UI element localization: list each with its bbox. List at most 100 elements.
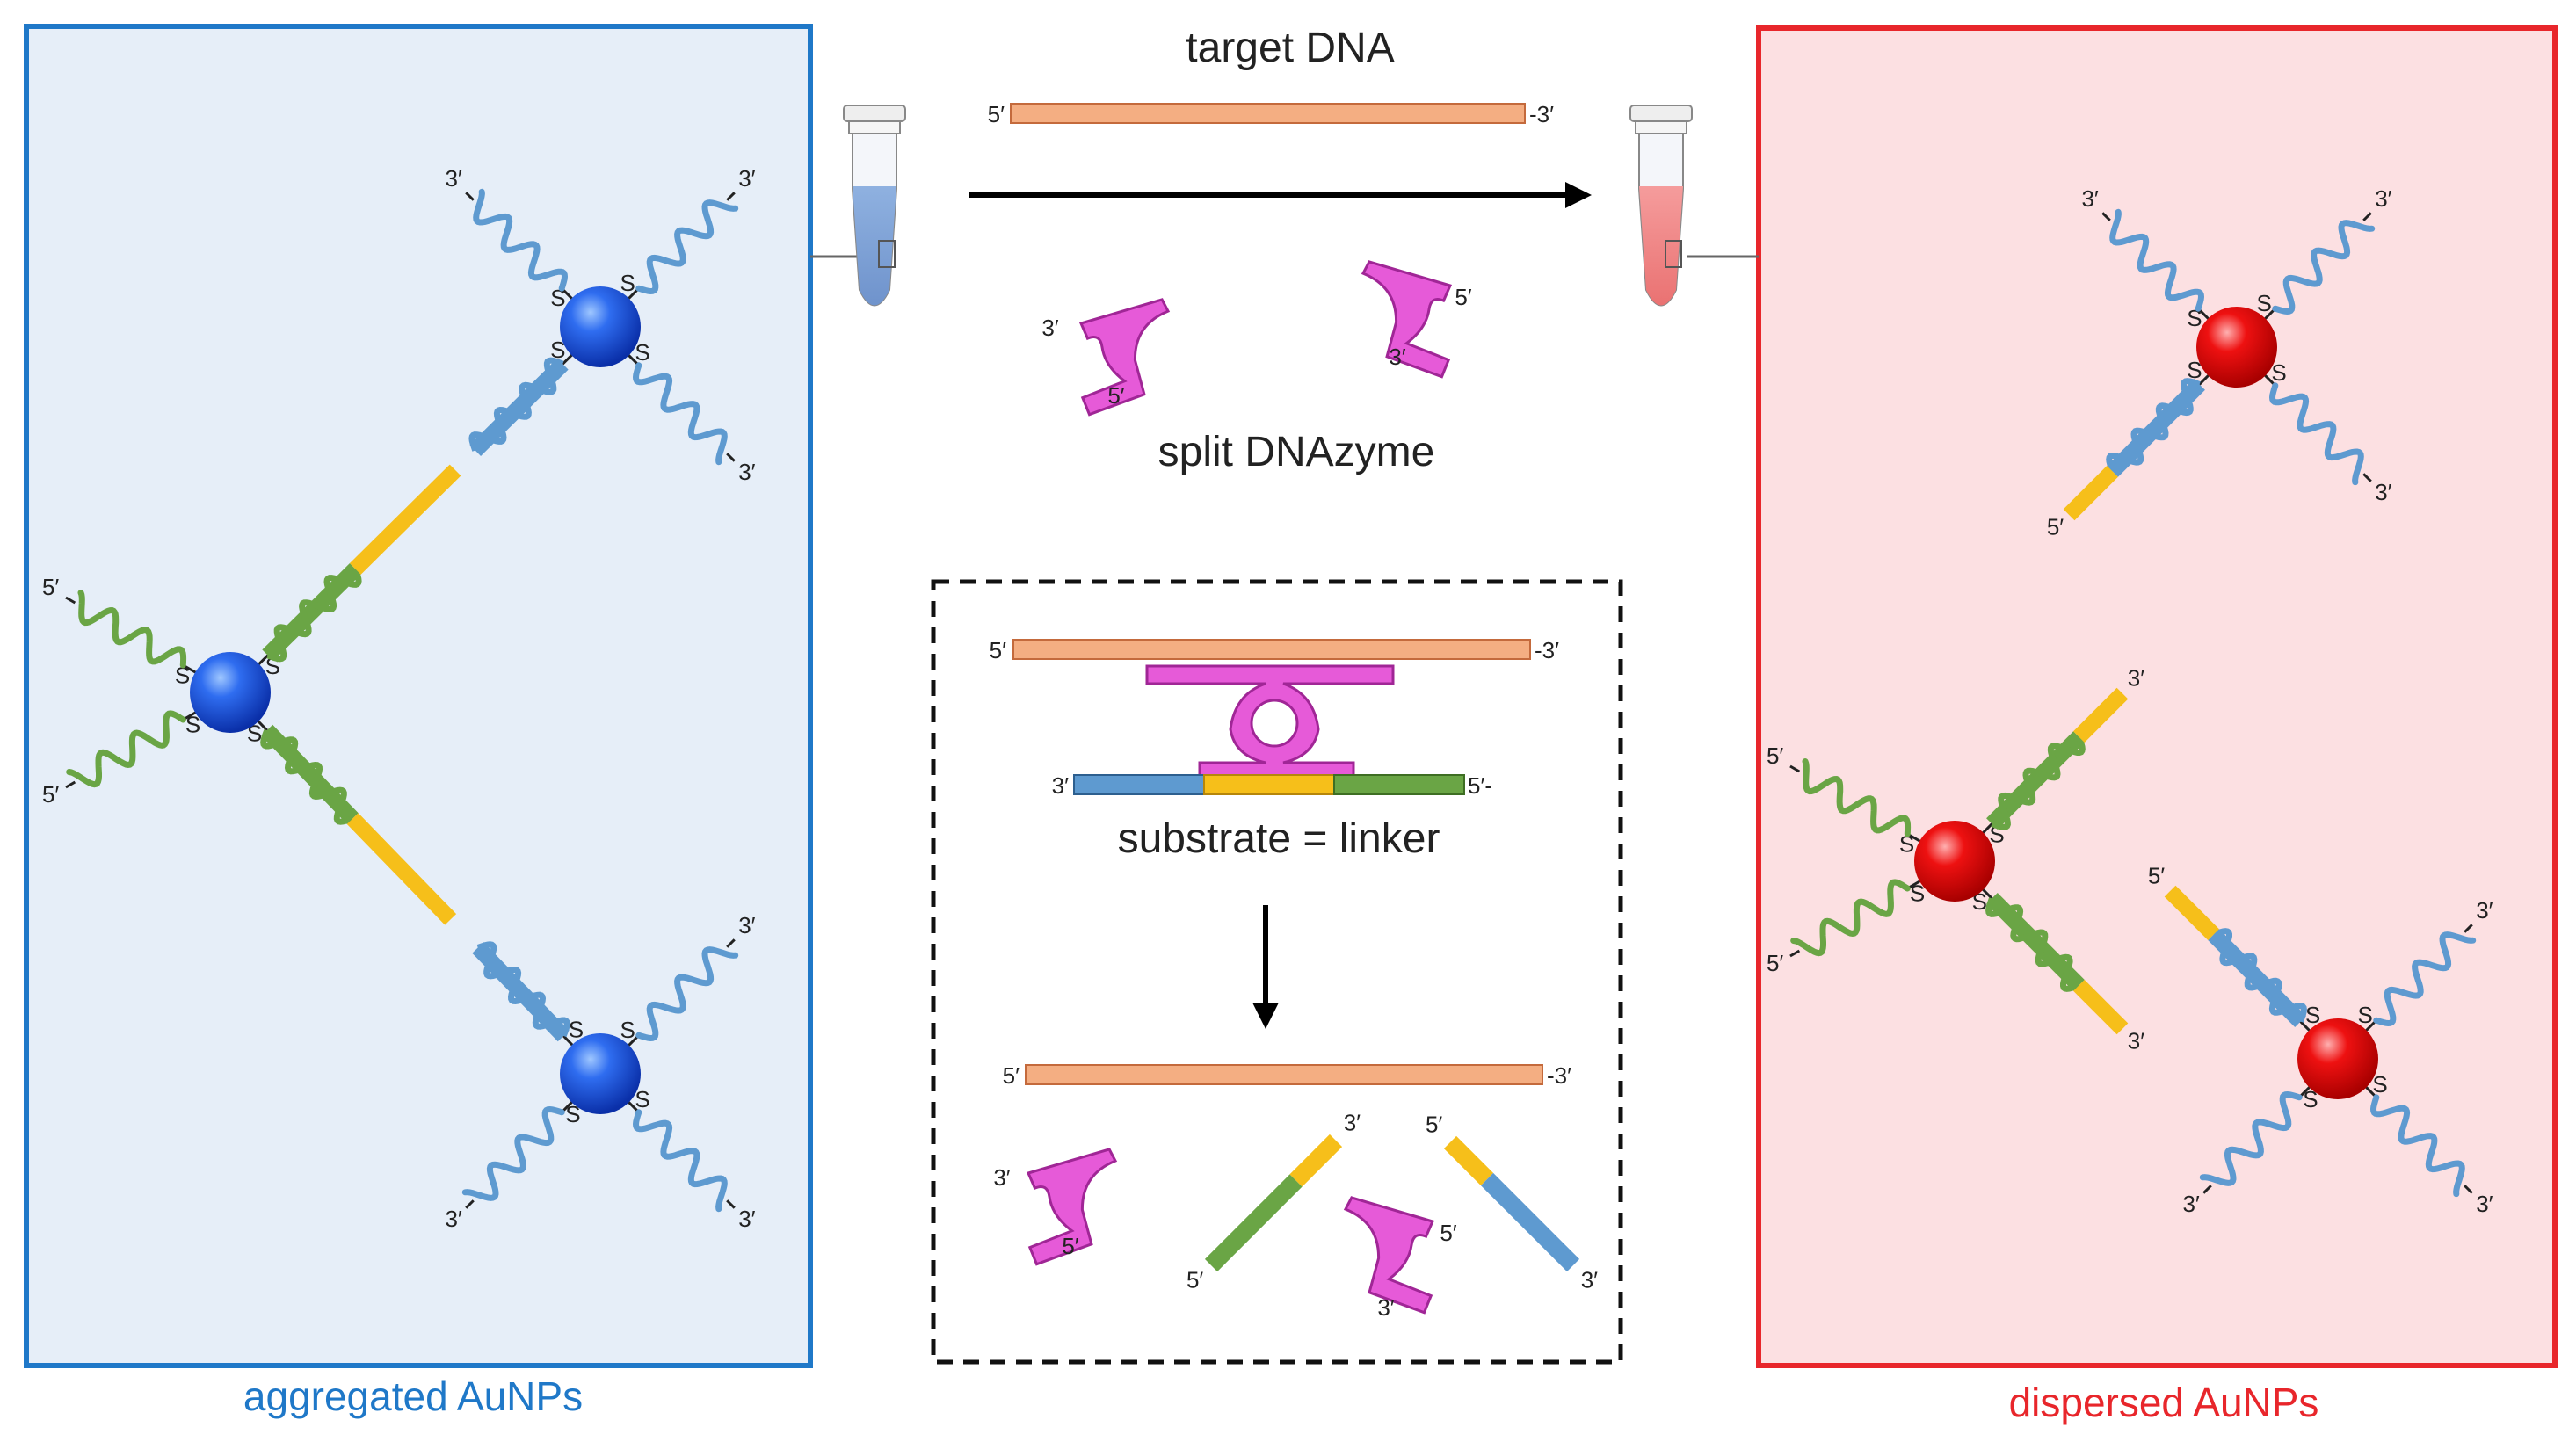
aunp-dispersed <box>1914 821 1995 902</box>
linker-segment <box>2073 980 2129 1035</box>
sulfur-label: S <box>550 337 565 363</box>
split-dnazyme-title: split DNAzyme <box>1158 429 1435 475</box>
dnazyme-half-body <box>1078 298 1171 417</box>
hybridized-helix <box>2106 378 2201 473</box>
linker-end-label: 3′ <box>2128 1027 2144 1054</box>
sulfur-label: S <box>1899 830 1914 857</box>
hybridized-helix <box>468 357 564 452</box>
split-dnazyme-half <box>1361 260 1453 379</box>
dnazyme-complex <box>1145 664 1395 782</box>
svg-text:-3′: -3′ <box>1547 1062 1571 1089</box>
hybridized-helix <box>260 728 354 825</box>
hybridized-helix <box>1985 897 2080 992</box>
blue-thiol-strand <box>632 1109 728 1213</box>
mechanism-box <box>931 579 1623 1365</box>
fragment-end-label: 5′ <box>1426 1111 1442 1137</box>
sulfur-bond <box>256 719 268 732</box>
dispersed-caption: dispersed AuNPs <box>2009 1380 2319 1425</box>
split-dnazyme-half <box>1026 1148 1118 1266</box>
dnazyme-end-label: 5′ <box>1062 1233 1078 1259</box>
strand-end-label: 3′ <box>2476 897 2493 924</box>
substrate-linker-title: substrate = linker <box>1118 815 1440 862</box>
blue-thiol-strand <box>635 199 739 295</box>
dnazyme-half-body <box>1026 1148 1118 1266</box>
blue-thiol-strand <box>2199 1090 2303 1186</box>
dnazyme-end-label: 3′ <box>1389 344 1405 370</box>
blue-thiol-strand <box>2268 382 2364 486</box>
strand-end-tick <box>65 780 76 789</box>
sulfur-label: S <box>635 1086 649 1112</box>
dispersed-panel <box>1756 25 2558 1368</box>
strand-end-label: 3′ <box>738 459 755 485</box>
svg-text:5′-: 5′- <box>1468 772 1492 799</box>
target-dna-title: target DNA <box>1186 25 1394 71</box>
sulfur-bond <box>562 1034 575 1047</box>
strand-end-label: 5′ <box>1767 743 1783 769</box>
aunp-dispersed <box>2196 307 2277 388</box>
linker-segment <box>2063 466 2118 521</box>
microcentrifuge-tube-red-icon <box>1629 105 1693 307</box>
strand-end-tick <box>726 1199 736 1209</box>
strand-end-tick <box>65 596 76 605</box>
sulfur-label: S <box>2372 1071 2387 1098</box>
blue-thiol-strand <box>2272 220 2376 315</box>
microcentrifuge-tube-blue-icon <box>843 105 906 307</box>
strand-end-tick <box>2101 212 2111 221</box>
sulfur-bond <box>257 654 269 667</box>
strand-end-label: 5′ <box>42 574 59 600</box>
cleavage-products: 3′5′5′3′5′3′5′3′ <box>993 1109 1598 1320</box>
hybridized-helix <box>266 568 362 663</box>
aunp-aggregated <box>190 652 271 733</box>
split-dnazyme-pair-top: 3′ 5′ 5′ 3′ <box>1041 260 1472 417</box>
target-dna-strand-released: 5′ -3′ <box>1003 1062 1571 1089</box>
linker-end-label: 5′ <box>2148 862 2165 888</box>
linker-segment <box>346 813 457 925</box>
sulfur-label: S <box>2187 357 2202 383</box>
dnazyme-end-label: 5′ <box>1107 382 1124 409</box>
blue-thiol-strand <box>632 362 728 466</box>
sulfur-label: S <box>2305 1002 2320 1028</box>
blue-thiol-strand <box>461 1105 565 1201</box>
aggregated-caption: aggregated AuNPs <box>243 1373 583 1419</box>
sulfur-label: S <box>565 1101 580 1127</box>
sulfur-label: S <box>620 270 635 296</box>
strand-end-tick <box>2362 473 2372 482</box>
strand-end-tick <box>1789 949 1801 958</box>
blue-thiol-strand <box>2109 208 2205 312</box>
linker-end-label: 5′ <box>2047 513 2064 540</box>
linker-segment <box>2073 687 2129 743</box>
sulfur-bond <box>2299 1020 2311 1032</box>
aunp-particles <box>190 286 2378 1114</box>
strand-end-tick <box>2202 1185 2212 1194</box>
strand-end-label: 3′ <box>738 912 755 938</box>
svg-text:-3′: -3′ <box>1529 101 1554 127</box>
dnazyme-end-label: 3′ <box>1377 1294 1394 1321</box>
aunp-dna-strands: SSSSS5′S5′S3′S3′S3′S3′S3′S3′S3′S3′S3′S5′… <box>42 165 2493 1232</box>
sulfur-label: S <box>185 711 200 737</box>
strand-end-label: 3′ <box>445 165 461 192</box>
fragment-segment <box>1480 1172 1580 1272</box>
sulfur-label: S <box>175 662 190 688</box>
sulfur-bond <box>562 352 574 366</box>
split-dnazyme-half <box>1078 298 1171 417</box>
fragment-end-label: 3′ <box>1344 1109 1361 1135</box>
target-dna-strand-top: 5′ -3′ <box>988 101 1554 127</box>
svg-text:5′: 5′ <box>990 637 1006 663</box>
sulfur-bond <box>2198 373 2210 386</box>
sulfur-label: S <box>569 1016 584 1042</box>
dnazyme-end-label: 3′ <box>1041 315 1058 341</box>
strand-end-tick <box>2464 1185 2473 1194</box>
svg-text:-3′: -3′ <box>1535 637 1559 663</box>
linker-segment <box>349 464 461 575</box>
linker-segment <box>2164 885 2219 940</box>
dnazyme-end-label: 5′ <box>1455 284 1471 310</box>
target-dna-strand-box: 5′ -3′ <box>990 637 1559 663</box>
dnazyme-half-body <box>1361 260 1453 379</box>
substrate-linker-strand: 3′ 5′- <box>1052 772 1492 799</box>
sulfur-label: S <box>1910 880 1925 906</box>
strand-end-tick <box>2362 212 2372 221</box>
sulfur-bond <box>1981 888 1993 900</box>
fragment-segment <box>1204 1174 1303 1272</box>
fragment-segment <box>1289 1134 1343 1187</box>
